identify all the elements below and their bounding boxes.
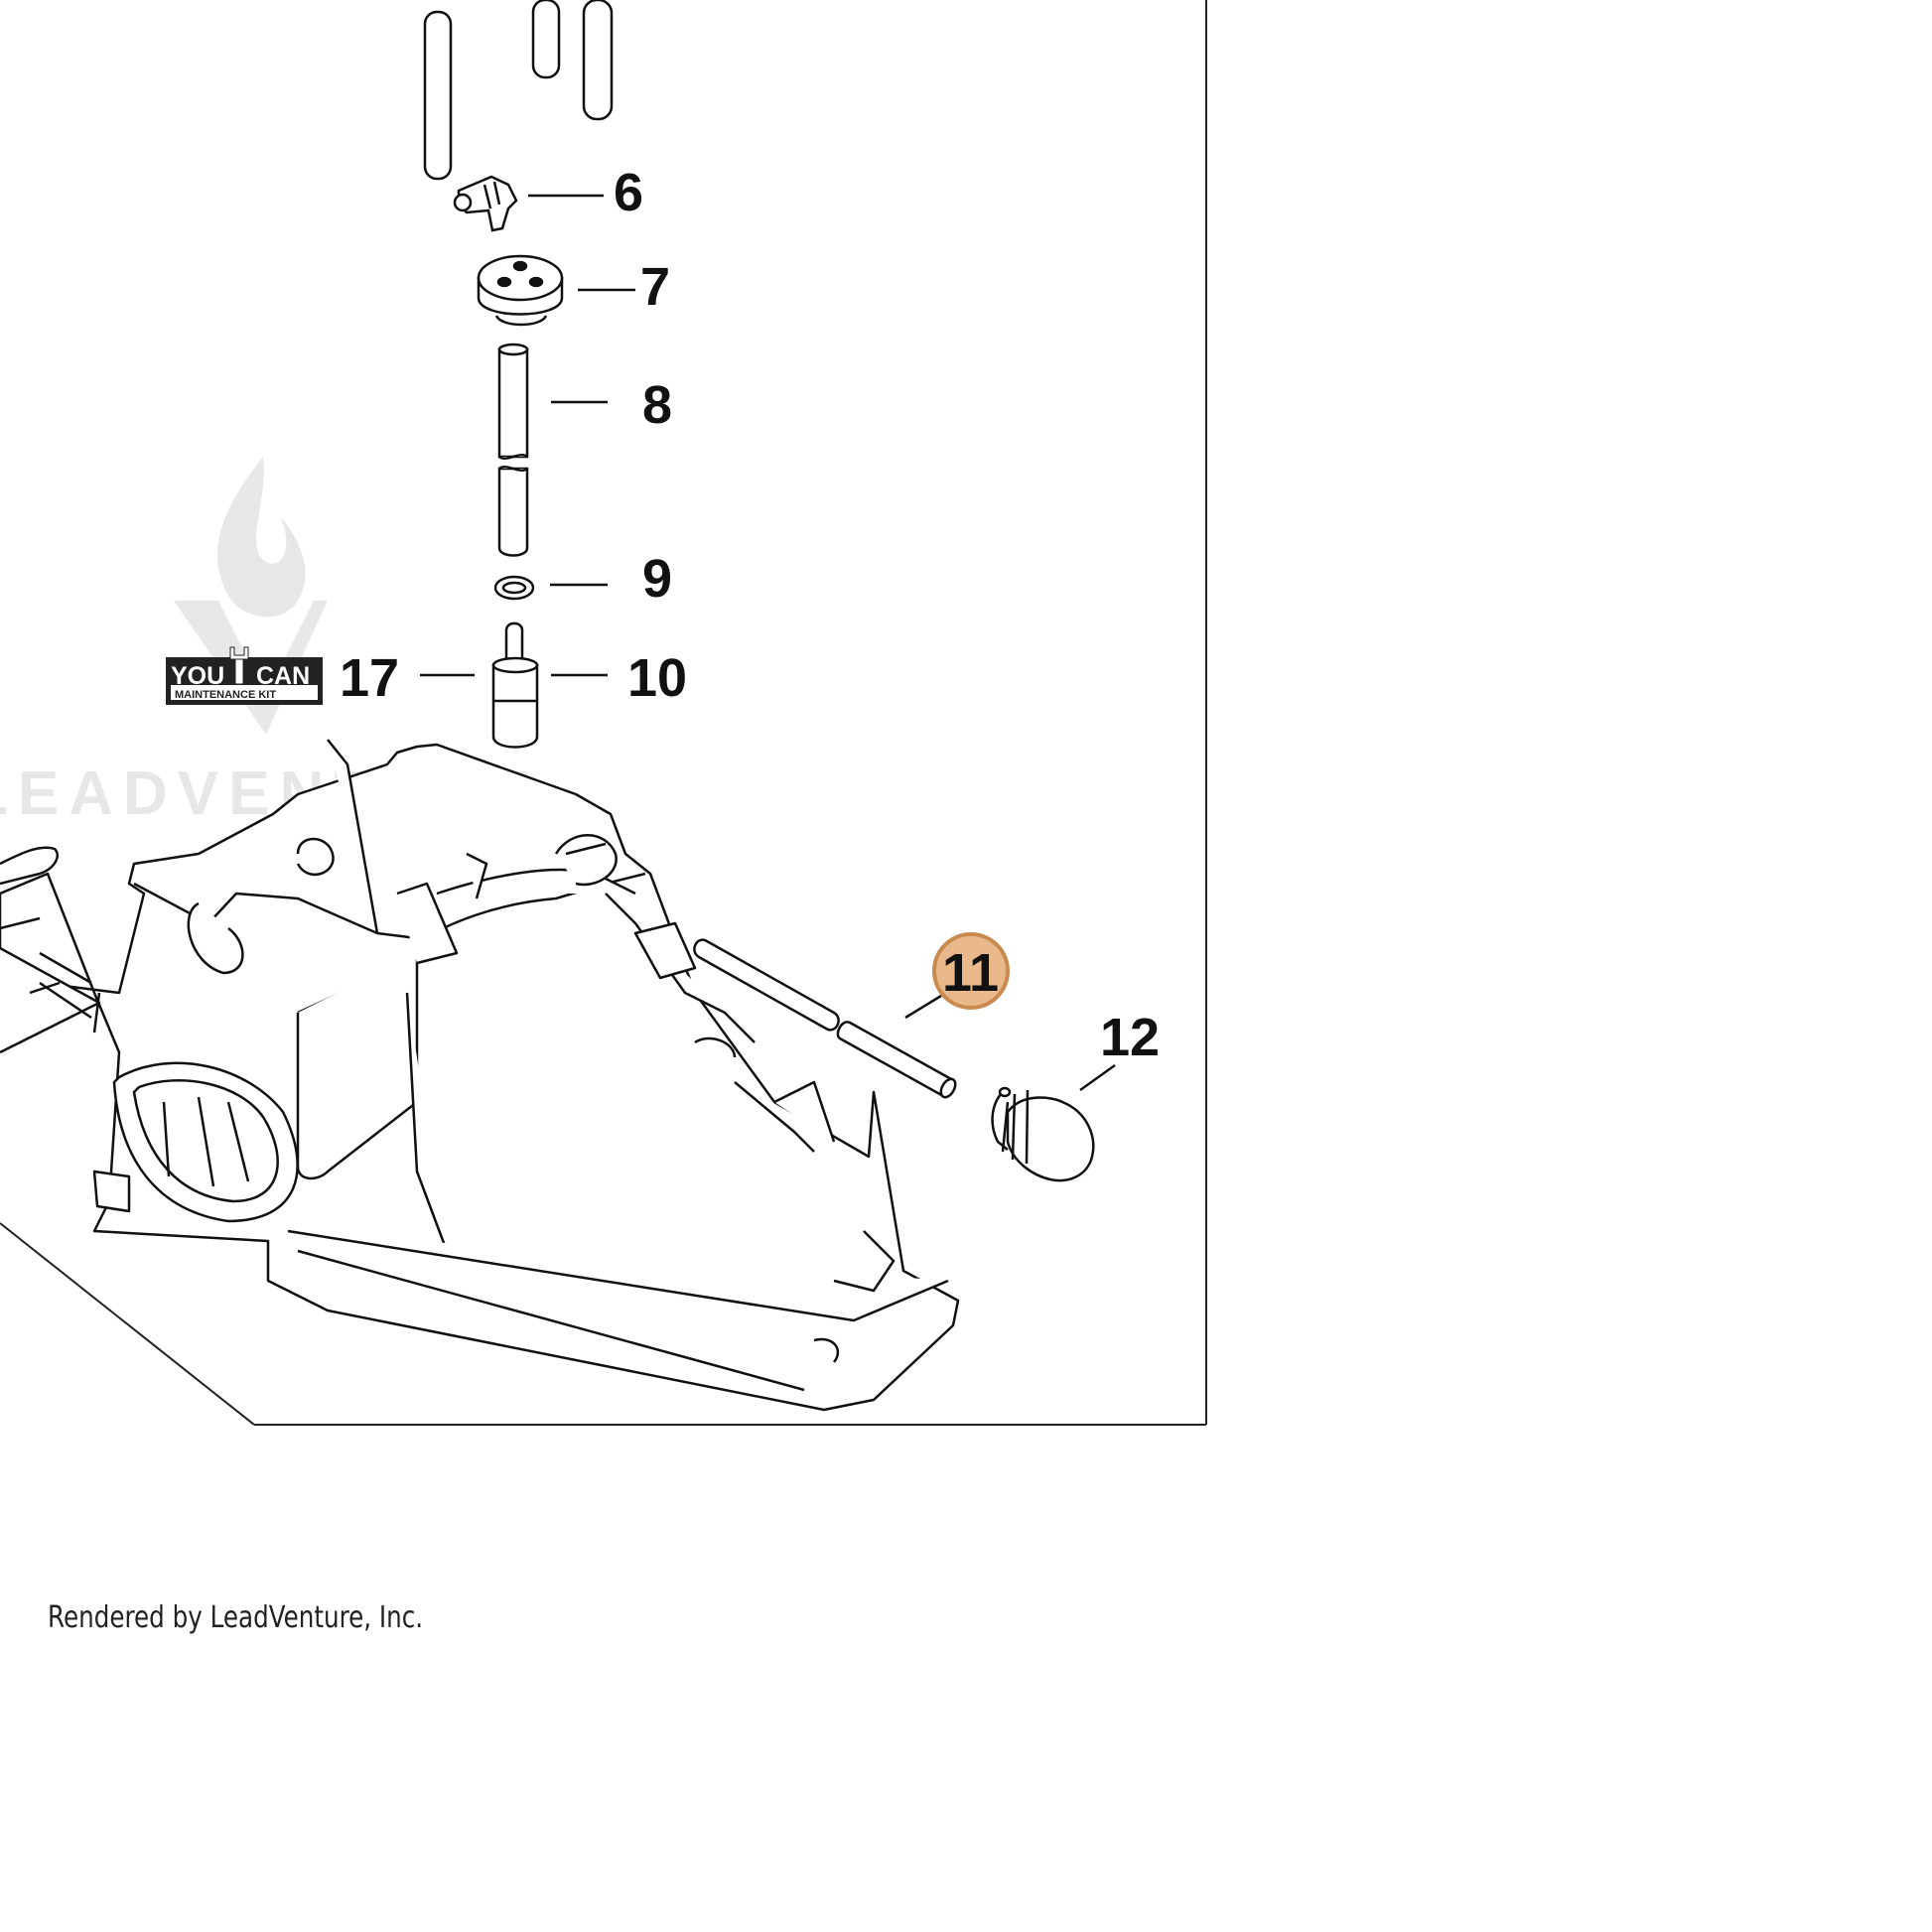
rendered-by-credit: Rendered by LeadVenture, Inc. [48, 1600, 424, 1635]
fuel-line-tubes [423, 0, 614, 181]
callout-7: 7 [640, 257, 670, 317]
diagram-frame [0, 0, 1207, 1426]
callout-11: 11 [942, 943, 999, 1003]
hose-part-11 [693, 938, 957, 1099]
grommet-part-7 [477, 254, 564, 327]
callout-11-highlight [932, 932, 1010, 1010]
callout-17: 17 [340, 648, 399, 708]
elbow-fitting-part-6 [453, 175, 518, 232]
callout-12: 12 [1100, 1008, 1160, 1067]
kit-badge-subtitle: MAINTENANCE KIT [175, 689, 276, 701]
primer-bulb-part-12 [991, 1086, 1095, 1182]
fuel-hose-part-8 [497, 343, 529, 557]
callout-6: 6 [614, 163, 643, 222]
fuel-tank-housing [0, 739, 960, 1412]
callout-10: 10 [627, 648, 687, 708]
fuel-filter-part-10 [491, 621, 539, 749]
callout-labels: 6 7 8 9 10 11 12 17 [340, 163, 1160, 1067]
callout-9: 9 [642, 549, 672, 609]
kit-badge-you: YOU [171, 662, 224, 690]
callout-8: 8 [642, 375, 672, 435]
leader-lines [420, 194, 1116, 1092]
wrench-icon [229, 646, 249, 685]
you-can-maintenance-kit-badge: YOU CAN MAINTENANCE KIT [166, 646, 323, 705]
o-ring-part-9 [493, 575, 535, 601]
kit-badge-can: CAN [256, 662, 310, 690]
